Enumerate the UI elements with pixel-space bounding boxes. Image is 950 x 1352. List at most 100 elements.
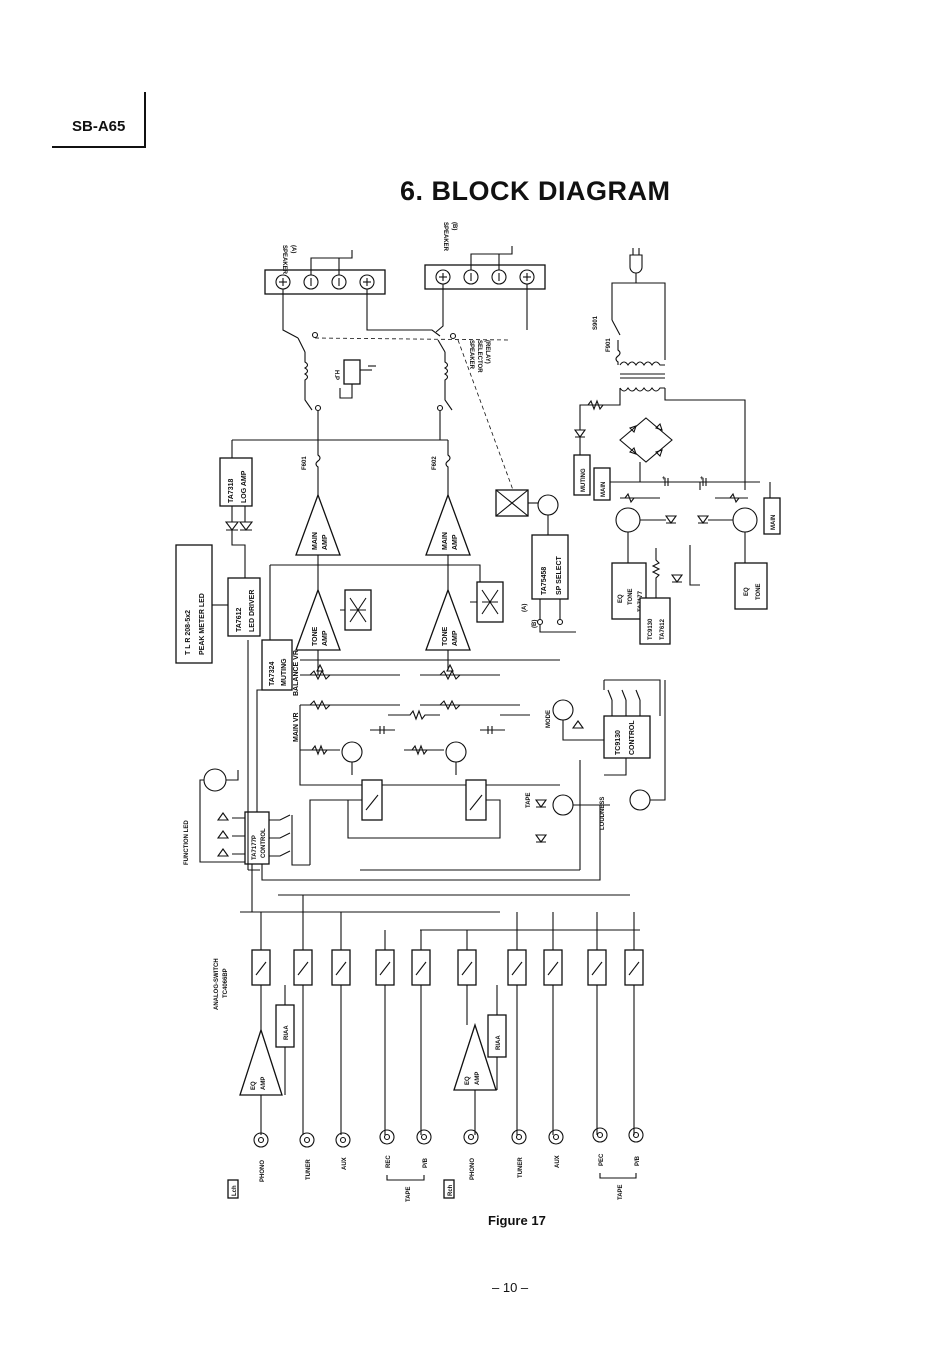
input-left-aux: AUX bbox=[342, 1157, 348, 1170]
transistor-mid-left bbox=[341, 741, 363, 763]
muting-power-block bbox=[573, 454, 591, 496]
muting-ic-block bbox=[261, 639, 293, 691]
peak-meter-label-2: PEAK METER LED bbox=[199, 593, 206, 655]
led-driver-label-1: TA7612 bbox=[236, 608, 243, 632]
analog-switch-label-2: TC4066BP bbox=[223, 968, 229, 998]
eq-tone-block bbox=[734, 562, 768, 610]
mode-label: MODE bbox=[546, 710, 552, 728]
transistor-mid-right bbox=[445, 741, 467, 763]
rch-label: Rch bbox=[448, 1184, 454, 1196]
control-left-label-1: TA7177P bbox=[252, 835, 258, 860]
riaa-right-label: RIAA bbox=[496, 1035, 502, 1050]
speaker-selector-label-1: SPEAKER bbox=[468, 340, 474, 370]
muting-ic-label-1: TA7324 bbox=[269, 662, 276, 686]
function-led-transistor bbox=[203, 768, 227, 792]
tape-group-left: TAPE bbox=[406, 1186, 412, 1202]
analog-switch-row bbox=[251, 895, 644, 986]
tone-amp-right-label-2: AMP bbox=[452, 630, 459, 646]
main-amp-left-label-1: MAIN bbox=[312, 532, 319, 550]
switch-box-mid-left bbox=[361, 779, 383, 821]
eq-amp-left-label-2: AMP bbox=[261, 1077, 267, 1090]
s901-label: S901 bbox=[593, 315, 599, 330]
loudness-transistor bbox=[629, 789, 651, 811]
control-right-label-2: CONTROL bbox=[629, 720, 636, 755]
sp-a-label: (A) bbox=[522, 604, 528, 612]
main-vr-label: MAIN VR bbox=[293, 712, 300, 742]
log-amp-block bbox=[219, 457, 253, 507]
peak-meter-block bbox=[175, 544, 213, 664]
lch-box bbox=[227, 1179, 239, 1199]
speaker-b-title: SPEAKER bbox=[442, 222, 448, 252]
peak-meter-label-1: T L R 208-5x2 bbox=[185, 610, 192, 655]
page-number: – 10 – bbox=[492, 1280, 529, 1295]
tc-ta-block bbox=[639, 597, 671, 645]
fuse-f602: F602 bbox=[432, 456, 438, 470]
control-right-block bbox=[603, 715, 651, 759]
main-amp-right-label-1: MAIN bbox=[442, 532, 449, 550]
model-box bbox=[52, 92, 146, 148]
main-power-label-1: MAIN bbox=[601, 482, 607, 497]
eq-tone-ta-label-1: EQ bbox=[618, 594, 624, 603]
input-right-pb: P/B bbox=[635, 1155, 641, 1166]
tone-amp-left-label-2: AMP bbox=[322, 630, 329, 646]
power-transistor-left bbox=[615, 507, 641, 533]
eq-amp-right-label-1: EQ bbox=[465, 1076, 471, 1085]
fuse-f601: F601 bbox=[302, 456, 308, 470]
tone-amp-right-label-1: TONE bbox=[442, 626, 449, 646]
tape-transistor bbox=[552, 794, 574, 816]
loudness-label: LOUDNESS bbox=[600, 797, 606, 830]
figure-caption: Figure 17 bbox=[488, 1213, 546, 1228]
eq-tone-label-1: EQ bbox=[744, 587, 750, 596]
eq-tone-label-2: TONE bbox=[756, 583, 762, 600]
input-left-phono: PHONO bbox=[260, 1160, 266, 1182]
input-right-phono: PHONO bbox=[470, 1158, 476, 1180]
speaker-selector-label-3: (RELAY) bbox=[484, 340, 490, 364]
led-driver-block bbox=[227, 577, 261, 637]
muting-power-label: MUTING bbox=[581, 468, 587, 492]
main-amp-left-label-2: AMP bbox=[322, 534, 329, 550]
power-transistor-right bbox=[732, 507, 758, 533]
speaker-b-sub: (B) bbox=[451, 222, 457, 230]
control-right-label-1: TC9130 bbox=[615, 730, 622, 755]
input-right-aux: AUX bbox=[555, 1155, 561, 1168]
main-power-block-2 bbox=[763, 497, 781, 535]
input-jacks bbox=[253, 1127, 644, 1148]
tone-amp-left-label-1: TONE bbox=[312, 626, 319, 646]
page-title: 6. BLOCK DIAGRAM bbox=[400, 176, 671, 206]
speaker-b-terminal bbox=[424, 246, 546, 290]
input-left-rec: REC bbox=[386, 1155, 392, 1168]
main-power-label-2: MAIN bbox=[771, 515, 777, 530]
input-left-pb: P/B bbox=[423, 1157, 429, 1168]
riaa-left-label: RIAA bbox=[284, 1025, 290, 1040]
tc-ta-label-2: TA7612 bbox=[660, 618, 666, 640]
mode-transistor bbox=[552, 699, 574, 721]
tape-sw-label: TAPE bbox=[526, 792, 532, 808]
led-driver-label-2: LED DRIVER bbox=[249, 590, 256, 632]
cap-plus-1: + bbox=[662, 476, 666, 482]
sp-select-block bbox=[531, 534, 569, 600]
input-right-tuner: TUNER bbox=[518, 1157, 524, 1178]
switch-box-mid-right bbox=[465, 779, 487, 821]
tc-ta-label-1: TC9130 bbox=[648, 618, 654, 640]
eq-amp-left-label-1: EQ bbox=[251, 1081, 257, 1090]
cap-plus-2: + bbox=[700, 476, 704, 482]
control-left-label-2: CONTROL bbox=[261, 828, 267, 858]
headphone-jack bbox=[339, 359, 376, 399]
tape-group-right: TAPE bbox=[618, 1184, 624, 1200]
transformer bbox=[619, 361, 665, 392]
sp-select-label-2: SP SELECT bbox=[556, 556, 563, 595]
log-amp-label-1: TA7318 bbox=[228, 479, 235, 503]
relay-transistor bbox=[537, 494, 559, 516]
eq-amp-right-label-2: AMP bbox=[475, 1072, 481, 1085]
model-label: SB-A65 bbox=[72, 118, 126, 135]
rch-box bbox=[443, 1179, 455, 1199]
diode-left bbox=[224, 521, 240, 531]
speaker-selector-label-2: SELECTOR bbox=[476, 340, 482, 373]
sp-b-label: (B) bbox=[532, 620, 538, 628]
main-amp-right-label-2: AMP bbox=[452, 534, 459, 550]
muting-ic-label-2: MUTING bbox=[281, 658, 288, 686]
eq-tone-ta-label-2: TONE bbox=[628, 588, 634, 605]
speaker-a-terminal bbox=[264, 250, 386, 295]
analog-switch-label-1: ANALOG-SWITCH bbox=[214, 958, 220, 1010]
